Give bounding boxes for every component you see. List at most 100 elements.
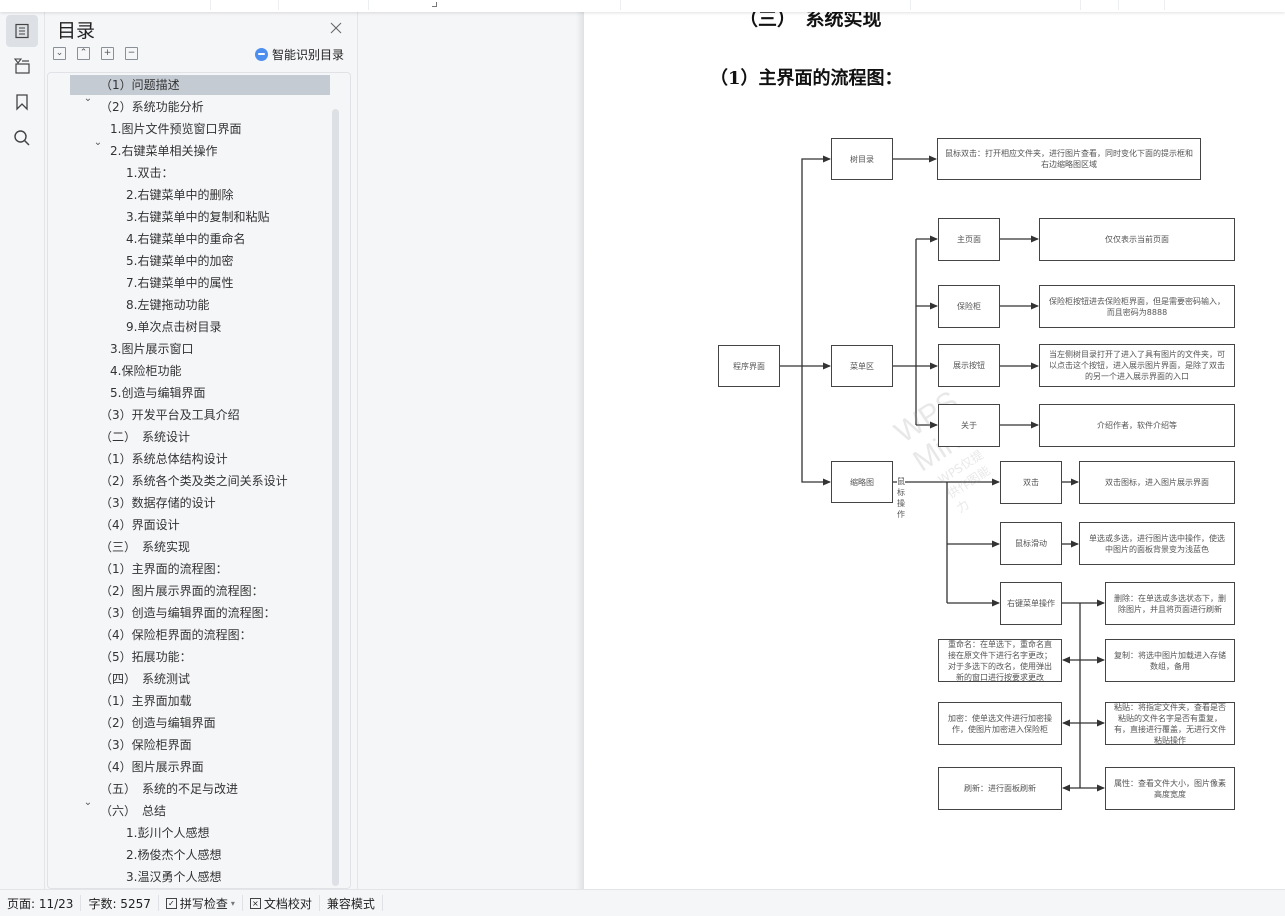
toc-item[interactable]: （三） 系统实现 — [100, 540, 191, 554]
close-icon[interactable] — [329, 20, 343, 34]
connector-thumb — [801, 366, 831, 486]
expand-all-button[interactable]: ⌄ — [53, 47, 66, 60]
toc-item[interactable]: 3.温汉勇个人感想 — [126, 870, 222, 884]
toc-item[interactable]: 4.右键菜单中的重命名 — [126, 232, 246, 246]
toolbar-segment — [620, 0, 911, 10]
chevron-up-icon: ⌃ — [79, 48, 88, 58]
toolbar-segment — [0, 0, 211, 10]
toc-item[interactable]: （1）问题描述 — [70, 75, 330, 95]
toc-item[interactable]: （四） 系统测试 — [100, 672, 191, 686]
flowchart-node-del: 删除：在单选或多选状态下，删除图片，并且将页面进行刷新 — [1105, 582, 1235, 625]
status-bar: 页面: 11/23 字数: 5257 ✓ 拼写检查 ▾ × 文档校对 兼容模式 — [0, 889, 1285, 916]
toc-item[interactable]: 2.右键菜单中的删除 — [126, 188, 234, 202]
toc-icon[interactable] — [6, 15, 38, 47]
demote-level-button[interactable]: − — [125, 47, 138, 60]
toc-item[interactable]: （六） 总结 — [100, 804, 167, 818]
toc-item[interactable]: 4.保险柜功能 — [110, 364, 182, 378]
flowchart-node-refresh: 刷新：进行面板刷新 — [938, 767, 1062, 810]
toc-item[interactable]: （五） 系统的不足与改进 — [100, 782, 239, 796]
flowchart-node-menu: 菜单区 — [831, 345, 893, 387]
toc-panel: 目录 ⌄ ⌃ + − 智能识别目录 （1）问题描述 （2）系统功能分析 ⌄ 1.图片文… — [45, 12, 358, 889]
spell-check-icon: ✓ — [165, 897, 177, 909]
toc-item[interactable]: （2）创造与编辑界面 — [100, 716, 216, 730]
flowchart-node-about-desc: 介绍作者，软件介绍等 — [1039, 404, 1235, 447]
toc-item[interactable]: （2）系统各个类及类之间关系设计 — [100, 474, 288, 488]
chevron-down-icon: ⌄ — [55, 48, 64, 58]
flowchart-node-safe: 保险柜 — [938, 285, 1000, 328]
toc-item[interactable]: （2）系统功能分析 — [100, 100, 204, 114]
chevron-down-icon[interactable]: ⌄ — [83, 93, 93, 104]
flowchart-node-ctx: 右键菜单操作 — [1000, 582, 1062, 625]
toc-item[interactable]: 3.图片展示窗口 — [110, 342, 194, 356]
flowchart-node-drag: 鼠标滑动 — [1000, 522, 1062, 565]
flowchart-node-thumb: 缩略图 — [831, 461, 893, 503]
flowchart-node-copy: 复制：将选中图片加载进入存储数组，备用 — [1105, 639, 1235, 682]
flowchart-connectors — [780, 155, 1105, 792]
flowchart-node-show-desc: 当左侧树目录打开了进入了具有图片的文件夹，可以点击这个按钮，进入展示图片界面，是… — [1039, 344, 1235, 387]
toc-item[interactable]: （3）数据存储的设计 — [100, 496, 216, 510]
proofread-button[interactable]: × 文档校对 — [243, 895, 320, 911]
toc-item[interactable]: （二） 系统设计 — [100, 430, 191, 444]
toc-toolbar: ⌄ ⌃ + − — [53, 47, 138, 60]
toc-item[interactable]: 5.右键菜单中的加密 — [126, 254, 234, 268]
toc-item[interactable]: （2）图片展示界面的流程图： — [100, 584, 264, 598]
toolbar-segment — [440, 0, 621, 10]
bookmark-icon[interactable] — [6, 86, 38, 118]
toc-item[interactable]: 1.图片文件预览窗口界面 — [110, 122, 242, 136]
collapse-all-button[interactable]: ⌃ — [77, 47, 90, 60]
search-icon[interactable] — [6, 122, 38, 154]
chevron-down-icon[interactable]: ⌄ — [83, 797, 93, 808]
minus-icon: − — [127, 48, 136, 58]
flowchart-node-drag-desc: 单选或多选，进行图片选中操作，使选中图片的面板背景变为浅蓝色 — [1079, 522, 1235, 565]
top-toolbar — [0, 0, 1285, 12]
toc-item[interactable]: （4）保险柜界面的流程图： — [100, 628, 252, 642]
toc-item[interactable]: （4）界面设计 — [100, 518, 180, 532]
proofread-icon: × — [249, 897, 261, 909]
toolbar-segment — [910, 0, 1081, 10]
word-count[interactable]: 字数: 5257 — [81, 895, 159, 911]
toc-scrollbar[interactable] — [332, 109, 339, 886]
flowchart-node-rename: 重命名：在单选下，重命名直接在原文件下进行名字更改；对于多选下的改名，使用弹出新… — [938, 639, 1062, 682]
flowchart-node-program: 程序界面 — [718, 345, 780, 387]
toc-item[interactable]: （3）开发平台及工具介绍 — [100, 408, 240, 422]
compat-mode-indicator: 兼容模式 — [320, 895, 383, 911]
connector-tree — [801, 155, 831, 366]
toolbar-segment — [210, 0, 279, 10]
chevron-down-icon[interactable]: ⌄ — [93, 137, 103, 148]
toc-item[interactable]: （4）图片展示界面 — [100, 760, 204, 774]
page-indicator[interactable]: 页面: 11/23 — [0, 895, 82, 911]
promote-level-button[interactable]: + — [101, 47, 114, 60]
toc-item[interactable]: 1.彭川个人感想 — [126, 826, 210, 840]
toc-item[interactable]: （1）系统总体结构设计 — [100, 452, 228, 466]
flowchart-node-paste: 粘贴：将指定文件夹，查看是否粘贴的文件名字是否有重复，有，直接进行覆盖，无进行文… — [1105, 702, 1235, 745]
toc-item[interactable]: 9.单次点击树目录 — [126, 320, 222, 334]
toc-item[interactable]: 2.杨俊杰个人感想 — [126, 848, 222, 862]
flowchart-node-home-desc: 仅仅表示当前页面 — [1039, 218, 1235, 261]
toc-title: 目录 — [57, 20, 96, 42]
toc-item[interactable]: 8.左键拖动功能 — [126, 298, 210, 312]
plus-icon: + — [103, 48, 112, 58]
flowchart-node-home: 主页面 — [938, 218, 1000, 261]
edge-label-mouse-ops: 鼠标操作 — [897, 476, 905, 520]
section-heading: （三） 系统实现 — [739, 12, 882, 30]
toc-item[interactable]: 2.右键菜单相关操作 — [110, 144, 218, 158]
toc-item[interactable]: （1）主界面加载 — [100, 694, 192, 708]
flowchart-node-dbl-desc: 双击图标，进入图片展示界面 — [1079, 461, 1235, 504]
smart-toc-button[interactable]: 智能识别目录 — [255, 46, 344, 63]
toc-item[interactable]: （3）创造与编辑界面的流程图： — [100, 606, 276, 620]
flowchart-node-tree-desc: 鼠标双击：打开相应文件夹，进行图片查看，同时变化下面的提示框和右边缩略图区域 — [937, 138, 1201, 180]
toc-item[interactable]: （1）主界面的流程图： — [100, 562, 228, 576]
dropdown-caret-icon[interactable]: ▾ — [230, 898, 235, 908]
document-page: （三） 系统实现 （1）主界面的流程图： WPS Mind WPS仅提供作图能力… — [584, 12, 1285, 889]
flowchart-node-safe-desc: 保险柜按钮进去保险柜界面，但是需要密码输入，而且密码为8888 — [1039, 285, 1235, 328]
toolbar-segment — [1118, 0, 1165, 10]
spell-check-button[interactable]: ✓ 拼写检查 ▾ — [159, 895, 243, 911]
toc-item[interactable]: （3）保险柜界面 — [100, 738, 192, 752]
toc-item[interactable]: 1.双击： — [126, 166, 174, 180]
flowchart-node-show: 展示按钮 — [938, 344, 1000, 387]
toc-item[interactable]: 7.右键菜单中的属性 — [126, 276, 234, 290]
toc-item[interactable]: 3.右键菜单中的复制和粘贴 — [126, 210, 270, 224]
toc-item[interactable]: （5）拓展功能： — [100, 650, 192, 664]
navigation-icon[interactable] — [6, 50, 38, 82]
toc-item[interactable]: 5.创造与编辑界面 — [110, 386, 206, 400]
